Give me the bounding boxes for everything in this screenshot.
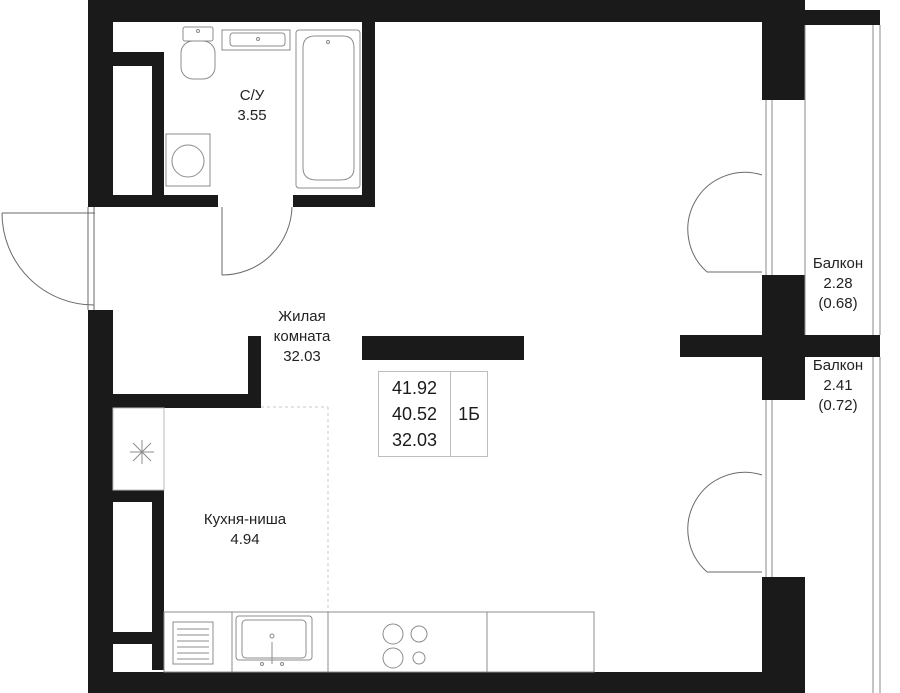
wall-right-mid [762,275,805,335]
bathtub-icon [295,29,361,189]
wall-bath-bottom-left [88,195,218,207]
countertop [163,611,595,673]
bathroom-fixtures [165,26,361,189]
apartment-type: 1Б [458,404,480,424]
wall-partition [362,336,524,360]
ventilation-shaft-icon [112,407,165,491]
living-area: 32.03 [391,430,438,450]
bathroom-name: С/У [239,87,265,104]
balcony-bottom-reduced-area: (0.72) [818,397,858,414]
kitchen-label: Кухня-ниша 4.94 [180,510,310,550]
balcony-top-label: Балкон 2.28 (0.68) [802,254,874,314]
wall-bath-inner [152,52,164,195]
wall-bath-bottom-right [293,195,375,207]
kitchen-name: Кухня-ниша [203,511,287,528]
bathroom-label: С/У 3.55 [222,86,282,126]
toilet-icon [180,26,216,80]
wall-balcony-divider [680,335,880,357]
wall-right-bottom [762,577,805,693]
wall-kitchen-top [88,394,261,408]
kitchen-fixtures [112,407,595,673]
wall-right-top [762,0,805,100]
wall-kitchen-shaft-top [113,490,164,502]
wall-bath-right [362,18,375,207]
living-room-area: 32.03 [283,348,321,365]
doors [1,171,763,573]
bathroom-area: 3.55 [237,107,267,124]
wall-balcony-top [805,10,880,25]
windows [765,25,881,693]
kitchen-sink-icon [235,615,313,666]
dishwasher-icon [172,621,214,665]
balcony-bottom-label: Балкон 2.41 (0.72) [802,356,874,416]
living-room-name-line2: комната [273,328,331,345]
wall-left-upper [88,0,113,207]
wall-bottom [88,672,805,693]
balcony-bottom-name: Балкон [812,357,864,374]
area-summary-box: 41.92 40.52 32.03 1Б [378,371,488,457]
wall-bath-inner-top [113,52,164,66]
washing-machine-icon [165,133,211,187]
living-room-name-line1: Жилая [278,308,326,325]
wall-kitchen-shaft-v [152,490,164,670]
sink-icon [221,29,291,51]
total-area: 41.92 [391,378,438,398]
balcony-top-area: 2.28 [823,275,853,292]
wall-kitchen-stub-v [248,336,261,408]
kitchen-area: 4.94 [230,531,260,548]
balcony-bottom-area: 2.41 [823,377,853,394]
living-room-label: Жилая комната 32.03 [262,307,342,367]
balcony-top-reduced-area: (0.68) [818,295,858,312]
area-summary-values: 41.92 40.52 32.03 [379,372,451,456]
cooktop-icon [382,623,428,669]
wall-kitchen-shaft-bottom [113,632,164,644]
wall-left-lower [88,310,113,693]
balcony-top-name: Балкон [812,255,864,272]
area-without-balconies: 40.52 [391,404,438,424]
kitchen-niche-outline [261,406,329,612]
wall-top [88,0,805,22]
walls [88,0,880,693]
